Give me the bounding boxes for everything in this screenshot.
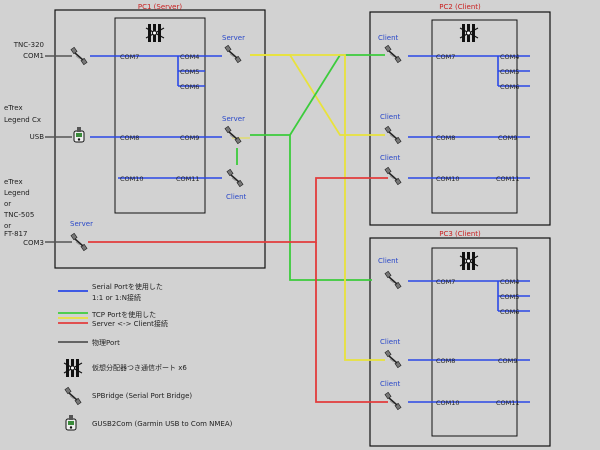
pc2-com7: COM7: [436, 53, 455, 61]
legend-gusb-icon: [65, 414, 77, 431]
pc3-title: PC3 (Client): [439, 230, 481, 238]
bridge-icon-pc1-server-2: [224, 125, 242, 145]
bridge-icon-com3: [70, 232, 88, 252]
pc3-client-label-3: Client: [380, 380, 401, 388]
bridge-icon-pc1-client: [226, 168, 244, 188]
pc1-server-label-3: Server: [70, 220, 93, 228]
pc1-com6: COM6: [180, 83, 199, 91]
pc2-box: [369, 11, 551, 226]
device-or2-label: or: [4, 222, 11, 230]
pc3-box: [369, 237, 551, 447]
tcp-line-yellow-1: [250, 54, 385, 136]
vcom-icon-pc2: [459, 23, 479, 43]
pc2-serial-lines: [408, 55, 530, 179]
pc3-com11: COM11: [496, 399, 520, 407]
legend-tcp: TCP Portを使用した: [91, 310, 156, 319]
legend-bridge-icon: [64, 386, 82, 406]
pc1-server-label-1: Server: [222, 34, 245, 42]
pc2-com5: COM5: [500, 68, 519, 76]
pc3-com4: COM4: [500, 278, 519, 286]
tcp-line-green-1: [250, 134, 372, 281]
pc1-com5: COM5: [180, 68, 199, 76]
pc3-client-label-2: Client: [380, 338, 401, 346]
bridge-icon-pc3-client-1: [384, 270, 402, 290]
pc3-serial-lines: [408, 280, 530, 403]
device-or1-label: or: [4, 200, 11, 208]
device-com1-label: COM1: [23, 52, 44, 60]
pc3-inner-box: [431, 247, 518, 437]
device-tnc320-label: TNC-320: [13, 41, 44, 49]
pc1-title: PC1 (Server): [138, 3, 182, 11]
pc1-com9: COM9: [180, 134, 199, 142]
pc1-com8: COM8: [120, 134, 139, 142]
bridge-icon-pc2-client-2: [384, 125, 402, 145]
legend-blue-line1: Serial Portを使用した: [92, 282, 163, 291]
pc1-box: [54, 9, 266, 269]
pc1-com10: COM10: [120, 175, 144, 183]
pc1-server-label-2: Server: [222, 115, 245, 123]
legend-gray: 物理Port: [92, 338, 120, 347]
pc2-client-label-3: Client: [380, 154, 401, 162]
red-line-1: [88, 177, 388, 243]
device-etrex2-label: eTrex: [4, 178, 23, 186]
pc2-com4: COM4: [500, 53, 519, 61]
pc2-client-label-1: Client: [378, 34, 399, 42]
pc2-client-label-2: Client: [380, 113, 401, 121]
legend-vcom-icon: [63, 358, 83, 378]
pc1-com11: COM11: [176, 175, 200, 183]
bridge-icon-pc2-client-3: [384, 166, 402, 186]
pc2-title: PC2 (Client): [439, 3, 481, 11]
pc2-com10: COM10: [436, 175, 460, 183]
device-com3-label: COM3: [23, 239, 44, 247]
pc3-client-label-1: Client: [378, 257, 399, 265]
bridge-icon-pc3-client-2: [384, 349, 402, 369]
vcom-icon-pc1: [145, 23, 165, 43]
device-usb-label: USB: [30, 133, 45, 141]
legend-blue-line2: 1:1 or 1:N接続: [92, 293, 141, 302]
legend-red: Server <-> Client接続: [92, 319, 168, 328]
device-etrex-label: eTrex: [4, 104, 23, 112]
pc3-com10: COM10: [436, 399, 460, 407]
pc1-com7: COM7: [120, 53, 139, 61]
device-ft817-label: FT-817: [4, 230, 27, 238]
gusb-icon-device: [73, 126, 85, 143]
pc2-com6: COM6: [500, 83, 519, 91]
device-legend2-label: Legend: [4, 189, 30, 197]
vcom-icon-pc3: [459, 251, 479, 271]
pc3-com9: COM9: [498, 357, 517, 365]
pc2-com8: COM8: [436, 134, 455, 142]
device-tnc505-label: TNC-505: [3, 211, 34, 219]
bridge-icon-tnc320: [70, 46, 88, 66]
pc3-com8: COM8: [436, 357, 455, 365]
bridge-icon-pc3-client-3: [384, 391, 402, 411]
tcp-line-green-2: [289, 54, 385, 136]
tcp-line-yellow-2: [250, 54, 385, 361]
pc3-com5: COM5: [500, 293, 519, 301]
pc1-inner-box: [114, 17, 206, 214]
pc2-inner-box: [431, 19, 518, 214]
pc1-com4: COM4: [180, 53, 199, 61]
pc2-com9: COM9: [498, 134, 517, 142]
pc1-client-label: Client: [226, 193, 247, 201]
device-legendcx-label: Legend Cx: [4, 116, 41, 124]
pc1-serial-lines: [90, 55, 222, 179]
bridge-icon-pc1-server-1: [224, 44, 242, 64]
pc3-com6: COM6: [500, 308, 519, 316]
pc2-com11: COM11: [496, 175, 520, 183]
pc3-com7: COM7: [436, 278, 455, 286]
legend-gusb: GUSB2Com (Garmin USB to Com NMEA): [92, 420, 233, 428]
bridge-icon-pc2-client-1: [384, 44, 402, 64]
red-line-2: [315, 242, 388, 403]
legend-bridge: SPBridge (Serial Port Bridge): [92, 392, 192, 400]
legend-vcom: 仮想分配器つき通信ポート x6: [92, 363, 187, 372]
